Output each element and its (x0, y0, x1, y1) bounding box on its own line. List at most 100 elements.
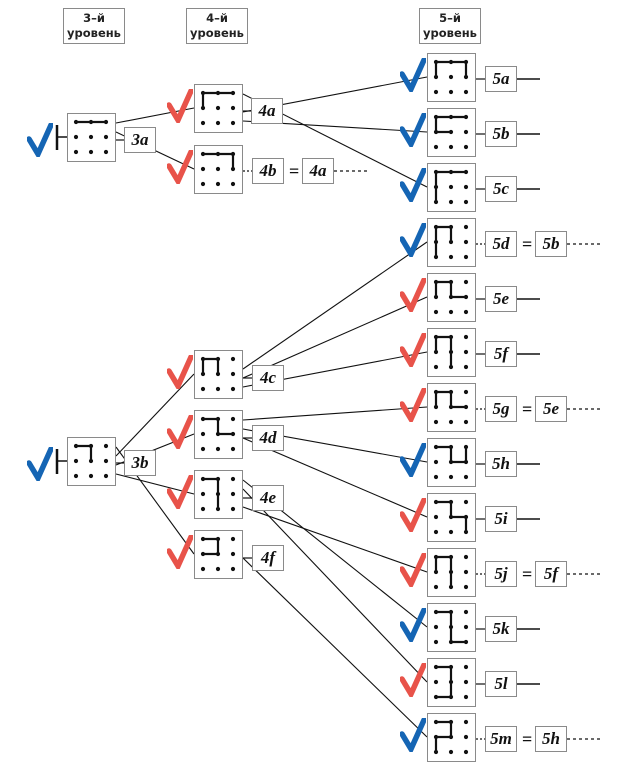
grid-dot (448, 169, 454, 175)
label-4e: 4e (252, 485, 284, 511)
grid-dot (200, 566, 206, 572)
checkmark-blue-icon (399, 112, 427, 150)
grid-dot (463, 444, 469, 450)
grid-dot (230, 476, 236, 482)
checkmark-red-icon (166, 414, 194, 452)
grid-dot (448, 624, 454, 630)
grid-dot (103, 443, 109, 449)
grid-dot (200, 506, 206, 512)
grid-dot (88, 473, 94, 479)
grid-dot (448, 419, 454, 425)
checkmark-blue-icon (399, 717, 427, 755)
header-level-5: 5–й уровень (419, 8, 481, 44)
grid-dot (433, 199, 439, 205)
grid-dot (448, 609, 454, 615)
label-4b: 4b (252, 158, 284, 184)
grid-dot (448, 199, 454, 205)
grid-5k (427, 603, 476, 652)
grid-dot (463, 694, 469, 700)
equals-sign: = (522, 234, 533, 254)
checkmark-blue-icon (399, 222, 427, 260)
label-4d: 4d (252, 425, 284, 451)
grid-dot (215, 416, 221, 422)
grid-dot (448, 334, 454, 340)
grid-dot (433, 499, 439, 505)
grid-dot (433, 404, 439, 410)
grid-4c (194, 350, 243, 399)
grid-dot (215, 431, 221, 437)
grid-dot (73, 119, 79, 125)
grid-3a (67, 113, 116, 162)
grid-dot (230, 151, 236, 157)
checkmark-red-icon (399, 552, 427, 590)
label-5e: 5e (485, 286, 517, 312)
checkmark-red-icon (166, 354, 194, 392)
grid-dot (448, 734, 454, 740)
grid-dot (463, 514, 469, 520)
grid-dot (463, 639, 469, 645)
header-level-4-word: уровень (190, 26, 244, 40)
label-5f: 5f (485, 341, 517, 367)
grid-dot (433, 114, 439, 120)
grid-dot (433, 294, 439, 300)
path-line-5a (434, 60, 468, 77)
edge-4c-5d (242, 241, 428, 370)
grid-dot (448, 514, 454, 520)
grid-dot (230, 431, 236, 437)
header-level-5-word: уровень (423, 26, 477, 40)
grid-4e (194, 470, 243, 519)
grid-dot (433, 224, 439, 230)
grid-dot (448, 309, 454, 315)
grid-dot (433, 239, 439, 245)
label-3a: 3a (124, 127, 156, 153)
grid-dot (433, 309, 439, 315)
grid-dot (463, 569, 469, 575)
equals-sign: = (522, 564, 533, 584)
grid-dot (73, 458, 79, 464)
grid-dot (433, 144, 439, 150)
grid-dot (463, 529, 469, 535)
path-line-4a (201, 91, 233, 108)
checkmark-blue-icon (399, 57, 427, 95)
grid-dot (200, 386, 206, 392)
path-line-4f (203, 537, 220, 556)
grid-dot (463, 254, 469, 260)
grid-5m (427, 713, 476, 762)
grid-dot (230, 446, 236, 452)
header-level-4: 4–й уровень (186, 8, 248, 44)
grid-dot (433, 349, 439, 355)
grid-4f (194, 530, 243, 579)
grid-dot (433, 444, 439, 450)
grid-dot (463, 389, 469, 395)
grid-dot (463, 129, 469, 135)
grid-dot (463, 144, 469, 150)
grid-dot (200, 551, 206, 557)
equivalent-label-5d: 5b (535, 231, 567, 257)
grid-dot (433, 569, 439, 575)
grid-dot (433, 529, 439, 535)
path-line-4d (203, 417, 233, 436)
grid-dot (463, 609, 469, 615)
label-4c: 4c (252, 365, 284, 391)
grid-dot (215, 551, 221, 557)
header-level-3-word: уровень (67, 26, 121, 40)
grid-dot (448, 59, 454, 65)
equals-sign: = (522, 399, 533, 419)
grid-dot (230, 566, 236, 572)
grid-dot (463, 59, 469, 65)
checkmark-blue-icon (399, 167, 427, 205)
path-line-5d (434, 225, 453, 257)
grid-dot (230, 506, 236, 512)
grid-dot (448, 639, 454, 645)
grid-dot (463, 334, 469, 340)
grid-dot (73, 134, 79, 140)
grid-dot (230, 386, 236, 392)
grid-5i (427, 493, 476, 542)
grid-5h (427, 438, 476, 487)
grid-dot (448, 569, 454, 575)
grid-dot (463, 664, 469, 670)
grid-5b (427, 108, 476, 157)
grid-5d (427, 218, 476, 267)
grid-dot (448, 499, 454, 505)
header-level-3-number: 3–й (83, 11, 105, 25)
